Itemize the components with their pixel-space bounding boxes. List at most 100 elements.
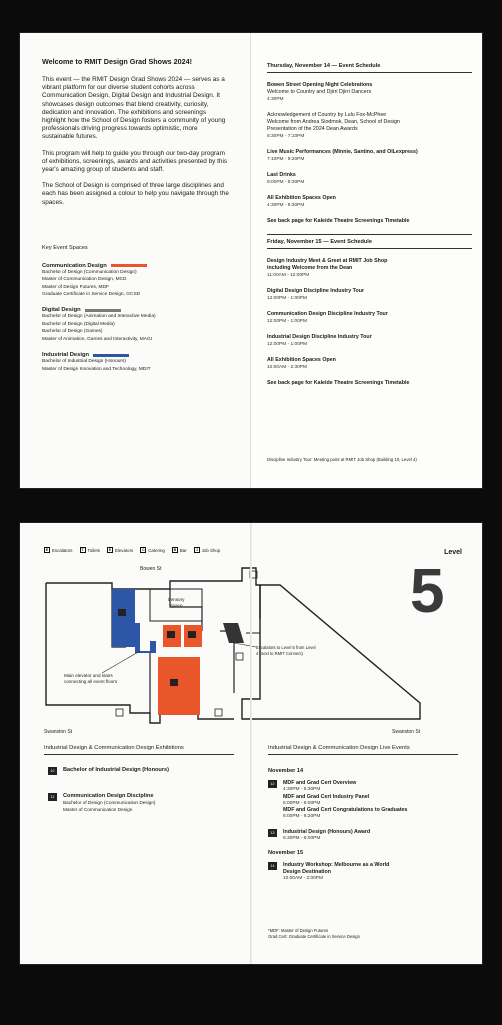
event-title: Design Industry Meet & Greet at RMIT Job… <box>267 258 388 264</box>
program-line: Bachelor of Industrial Design (Honours) <box>42 359 126 365</box>
event-title: All Exhibition Spaces Open <box>267 357 336 363</box>
event-title: Live Music Performances (Minnie, Santino… <box>267 149 418 155</box>
discipline-digital: Digital Design Bachelor of Design (Anima… <box>42 307 241 343</box>
discipline-name: Communication Design <box>42 262 107 269</box>
location-pin-icon: 10 <box>48 767 57 775</box>
event-title: Last Drinks <box>267 172 296 178</box>
job-shop-icon: J <box>193 547 200 553</box>
day-heading: November 15 <box>268 850 304 857</box>
escalator-icon <box>235 652 244 661</box>
abbreviation-definitions: *MDF: Master of Design Futures Grad Cert… <box>268 928 360 939</box>
thursday-schedule-title: Thursday, November 14 — Event Schedule <box>267 63 472 73</box>
map-pin-13 <box>188 631 196 638</box>
live-event-time: 4:30PM - 5:30PM <box>283 787 321 792</box>
schedule-event: Communication Design Discipline Industry… <box>267 311 472 325</box>
discipline-name: Digital Design <box>42 307 81 314</box>
event-title: Welcome to Country and Djirri Djirri Dan… <box>267 89 372 95</box>
schedule-event: All Exhibition Spaces Open 10:00AM - 2:3… <box>267 357 472 371</box>
schedule-event: Bowen Street Opening Night Celebrations … <box>267 82 472 103</box>
street-label-bowen: Bowen St <box>140 566 162 572</box>
schedule-event: All Exhibition Spaces Open 4:30PM - 9:30… <box>267 195 472 209</box>
program-spread-schedule: Welcome to RMIT Design Grad Shows 2024! … <box>20 33 482 488</box>
discipline-industrial: Industrial Design Bachelor of Industrial… <box>42 352 241 373</box>
sensory-space-room <box>149 588 203 622</box>
map-pin-11 <box>170 679 178 686</box>
legend-label: Toilets <box>87 547 100 553</box>
event-title: Bowen Street Opening Night Celebrations <box>267 82 373 88</box>
live-event-time: 6:00PM - 6:20PM <box>283 814 321 820</box>
event-title: Digital Design Discipline Industry Tour <box>267 288 365 294</box>
escalator-shape <box>223 623 244 643</box>
live-event-time: 5:30PM - 6:00PM <box>283 835 321 841</box>
main-elevator-note: Main elevator and stairs connecting all … <box>64 673 118 684</box>
building-outline <box>46 567 261 619</box>
event-title: Acknowledgement of Country by Lulu Fox-M… <box>267 112 387 118</box>
page-fold <box>250 523 252 964</box>
live-event-name: Industry Workshop: Melbourne as a World <box>283 862 390 869</box>
colour-swatch <box>84 308 121 312</box>
live-event-name: MDF and Grad Cert Overview <box>283 780 357 786</box>
live-event-name: Industrial Design (Honours) Award <box>283 828 371 835</box>
legend-label: Bar <box>179 547 187 553</box>
screenings-note: See back page for Kaleide Theatre Screen… <box>267 380 410 386</box>
location-pin-icon: 13 <box>268 828 277 837</box>
colour-swatch <box>110 264 147 268</box>
program-line: Bachelor of Design (Digital Media) <box>42 321 115 327</box>
exhibition-program: Bachelor of Design (Communication Design… <box>63 800 156 805</box>
live-event-name: Design Destination <box>283 869 331 876</box>
discipline-communication: Communication Design Bachelor of Design … <box>42 263 241 299</box>
schedule-event: Live Music Performances (Minnie, Santino… <box>267 149 472 163</box>
event-time: 12:00PM - 1:00PM <box>267 296 307 301</box>
event-title: Welcome from Andrea Siodmok, Dean, Schoo… <box>267 119 400 125</box>
toilet-icon <box>115 708 124 717</box>
exhibitions-title: Industrial Design & Communication Design… <box>44 745 234 755</box>
schedule-event: Industrial Design Discipline Industry To… <box>267 334 472 348</box>
live-event-time: 5:00PM - 6:00PM <box>283 800 321 806</box>
live-events-title: Industrial Design & Communication Design… <box>268 745 458 755</box>
event-time: 6:30PM - 7:10PM <box>267 134 305 139</box>
building-outline-east <box>241 584 421 720</box>
event-time: 10:00AM - 2:30PM <box>267 365 307 370</box>
schedule-page: Thursday, November 14 — Event Schedule B… <box>251 33 482 488</box>
live-events: November 14 12 MDF and Grad Cert Overvie… <box>268 768 468 891</box>
definition-line: *MDF: Master of Design Futures <box>268 928 329 933</box>
legend-label: Escalators <box>52 547 73 553</box>
event-time: 4:30PM - 9:30PM <box>267 203 305 208</box>
colour-paragraph: The School of Design is comprised of thr… <box>42 182 229 206</box>
guide-paragraph: This program will help to guide you thro… <box>42 149 228 174</box>
street-label-swanston-left: Swanston St <box>44 729 73 735</box>
welcome-title: Welcome to RMIT Design Grad Shows 2024! <box>42 57 193 66</box>
schedule-event: Design Industry Meet & Greet at RMIT Job… <box>267 258 472 279</box>
screenings-note: See back page for Kaleide Theatre Screen… <box>267 218 410 224</box>
live-event-group: 14 Industry Workshop: Melbourne as a Wor… <box>268 862 468 883</box>
live-event-group: 12 MDF and Grad Cert Overview 4:30PM - 5… <box>268 780 468 821</box>
schedule-event: Acknowledgement of Country by Lulu Fox-M… <box>267 112 472 140</box>
program-line: Master of Design Innovation and Technolo… <box>42 366 151 372</box>
definition-line: Grad Cert: Graduate Certificate in Servi… <box>268 933 360 939</box>
location-pin-icon: 12 <box>268 780 277 788</box>
discipline-name: Industrial Design <box>42 352 90 359</box>
day-heading: November 14 <box>268 768 304 774</box>
communication-design-space <box>158 657 200 715</box>
event-time: 11:00AM - 12:00PM <box>267 273 310 278</box>
friday-schedule-title: Friday, November 15 — Event Schedule <box>267 239 472 249</box>
exhibition-name: Bachelor of Industrial Design (Honours) <box>63 767 169 773</box>
legend-label: Catering <box>148 547 165 553</box>
escalator-note: Escalators to Level 5 from Level 4 (next… <box>256 645 316 656</box>
schedule-event: Digital Design Discipline Industry Tour … <box>267 288 472 302</box>
live-event-name: MDF and Grad Cert Industry Panel <box>283 793 370 800</box>
event-title: including Welcome from the Dean <box>267 265 353 271</box>
exhibition-program: Master of Communication Design <box>63 806 133 812</box>
street-label-swanston-right: Swanston St <box>392 729 421 735</box>
level-label: Level <box>444 549 462 556</box>
program-line: Master of Communication Design, MCD <box>42 277 127 283</box>
catering-icon: C <box>140 547 147 553</box>
level-number: 5 <box>410 557 445 626</box>
